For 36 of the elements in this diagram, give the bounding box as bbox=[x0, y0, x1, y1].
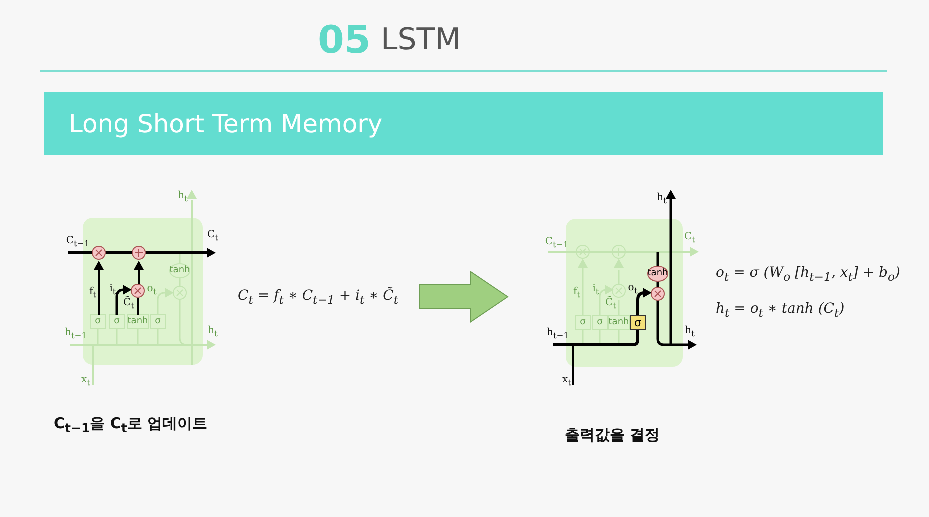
gate-label: tanh bbox=[608, 318, 630, 328]
cell-label: x$_{t}$ bbox=[82, 375, 90, 387]
cell-label: x$_{t}$ bbox=[562, 375, 572, 387]
gate-label: σ bbox=[580, 318, 586, 328]
formula: C$_{t}$ = f$_{t}$ ∗ C$_{t−1}$ + i$_{t}$ ∗ C̃$_{t}$ bbox=[238, 289, 399, 307]
caption: C$_{t−1}$을 C$_{t}$로 업데이트 bbox=[54, 414, 208, 436]
cell-label: f$_{t}$ bbox=[89, 287, 97, 299]
gate-label: σ bbox=[114, 318, 120, 326]
cell-label: C$_{t−1}$ bbox=[545, 237, 569, 249]
block-arrow bbox=[420, 271, 509, 323]
cell-label: i$_{t}$ bbox=[592, 284, 600, 296]
gate-label: σ bbox=[597, 318, 603, 328]
gate-label: σ bbox=[155, 318, 161, 326]
cell-label: h$_{t−1}$ bbox=[546, 328, 570, 340]
cell-label: h$_{t−1}$ bbox=[64, 328, 88, 340]
cell-label: C̃$_{t}$ bbox=[124, 298, 134, 310]
gate-label: tanh bbox=[648, 270, 668, 278]
cell-label: i$_{t}$ bbox=[110, 284, 116, 296]
cell-label: C̃$_{t}$ bbox=[606, 298, 616, 310]
page-title: LSTM bbox=[381, 22, 461, 58]
cell-label: h$_{t}$ bbox=[178, 191, 188, 203]
gate-label: σ bbox=[95, 318, 101, 326]
cell-label: o$_{t}$ bbox=[628, 283, 638, 295]
cell-label: o$_{t}$ bbox=[147, 284, 157, 296]
banner-heading: Long Short Term Memory bbox=[69, 109, 383, 138]
caption: 출력값을 결정 bbox=[565, 426, 660, 444]
banner bbox=[44, 92, 883, 155]
cell-label: h$_{t}$ bbox=[657, 193, 667, 205]
section-number: 05 bbox=[318, 18, 371, 62]
gate-label: σ bbox=[634, 318, 642, 328]
gate-label: tanh bbox=[128, 318, 148, 326]
gate-label: tanh bbox=[170, 266, 190, 276]
formula: h$_{t}$ = o$_{t}$ ∗ tanh (C$_{t}$) bbox=[716, 302, 846, 320]
formula: o$_{t}$ = σ (W$_{o}$ [h$_{t−1}$, x$_{t}$] + b$_{o}$) bbox=[716, 266, 901, 284]
cell-label: C$_{t−1}$ bbox=[66, 236, 90, 248]
cell-label: f$_{t}$ bbox=[573, 287, 581, 299]
